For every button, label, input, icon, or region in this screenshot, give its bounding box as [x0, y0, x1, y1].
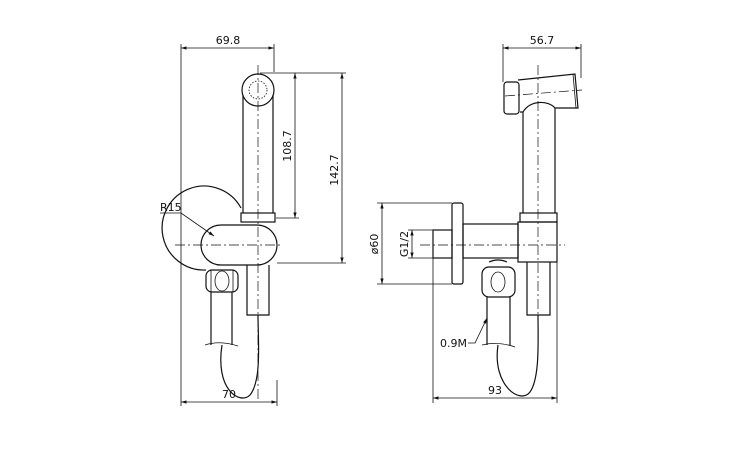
dim-plate-diameter: ø60 — [368, 234, 381, 255]
valve-body — [517, 221, 558, 263]
hose-side — [496, 314, 539, 397]
dim-head-length: 56.7 — [530, 34, 555, 47]
dim-thread: G1/2 — [398, 231, 411, 257]
spray-head — [241, 73, 275, 107]
hose-nut-side — [481, 266, 516, 298]
wall-plate — [161, 185, 242, 271]
dim-hose-length: 0.9M — [440, 337, 467, 350]
holder — [200, 224, 278, 266]
dim-width-top: 69.8 — [216, 34, 241, 47]
dim-head-height: 108.7 — [281, 130, 294, 162]
dim-depth: 93 — [488, 384, 502, 397]
hose — [220, 314, 260, 399]
hose-nut — [205, 269, 239, 293]
thread — [432, 229, 453, 259]
front-view: 69.8 70 108.7 142.7 R15 — [160, 34, 346, 406]
spray-head-side — [517, 73, 579, 113]
dim-radius: R15 — [160, 201, 182, 214]
collar — [240, 212, 276, 223]
dim-total-height: 142.7 — [328, 154, 341, 186]
dim-width-bottom: 70 — [222, 388, 236, 401]
side-view: 56.7 ø60 G1/2 0.9M 93 — [368, 34, 583, 403]
wall-plate-side — [451, 202, 464, 285]
arm — [462, 223, 519, 259]
